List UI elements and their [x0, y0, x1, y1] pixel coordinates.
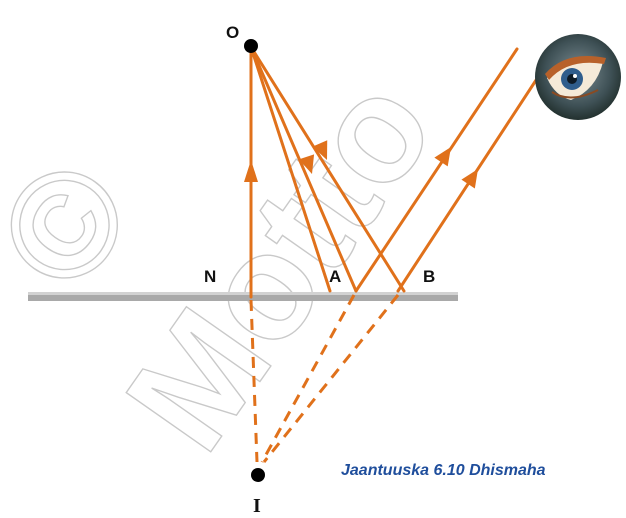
virtual-rays: [249, 294, 400, 463]
arrowhead-reflected-a: [434, 147, 451, 167]
ray-arrowheads: [244, 140, 478, 189]
watermark: © Motto: [0, 47, 466, 479]
watermark-copyright: ©: [0, 131, 165, 318]
image-point: [251, 468, 265, 482]
label-n: N: [204, 267, 216, 286]
arrowhead-incident-middle: [312, 140, 328, 160]
plane-mirror: [28, 292, 458, 301]
label-a: A: [329, 267, 341, 286]
virtual-ray-a: [260, 294, 356, 463]
incident-ray-b: [249, 45, 406, 293]
virtual-ray-b: [262, 294, 400, 463]
reflected-ray-a: [354, 47, 519, 293]
figure-caption: Jaantuuska 6.10 Dhismaha: [341, 462, 546, 479]
label-object: O: [226, 23, 239, 42]
eye-icon: [535, 34, 621, 120]
label-b: B: [423, 267, 435, 286]
arrowhead-reflected-b: [461, 169, 478, 189]
arrowhead-incident-left: [298, 154, 315, 174]
incident-ray-a-right: [249, 45, 358, 293]
object-point: [244, 39, 258, 53]
virtual-ray-normal: [249, 299, 259, 463]
arrowhead-normal: [244, 160, 258, 182]
incident-ray-a-left: [249, 45, 332, 293]
label-image: I: [253, 495, 261, 517]
